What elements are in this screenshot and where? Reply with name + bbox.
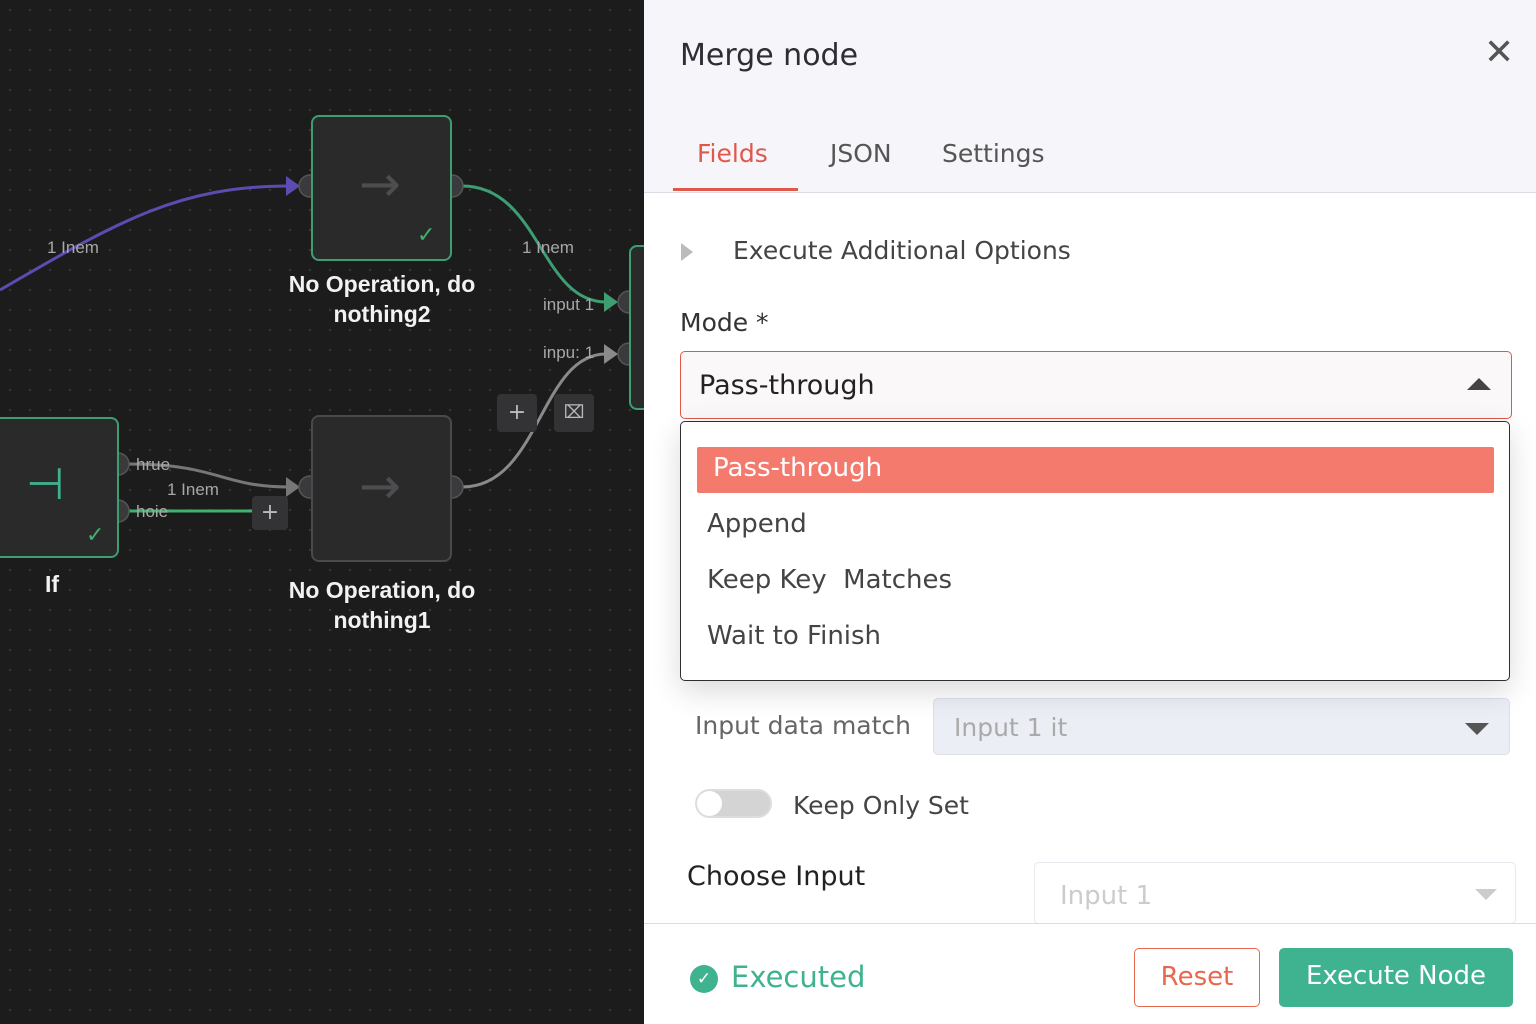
tab-fields[interactable]: Fields bbox=[697, 139, 768, 168]
mode-dropdown-menu: Pass-through Append Keep Key Matches Wai… bbox=[680, 421, 1510, 681]
check-icon: ✓ bbox=[86, 523, 105, 548]
dropdown-highlight bbox=[697, 447, 1494, 493]
node-settings-panel: Merge node ✕ Fields JSON Settings Execut… bbox=[644, 0, 1536, 1024]
arrow-right-icon: → bbox=[359, 457, 401, 515]
execute-node-button[interactable]: Execute Node bbox=[1279, 948, 1513, 1007]
if-node[interactable]: ⊣ ✓ bbox=[0, 417, 119, 558]
input-match-select[interactable]: Input 1 it bbox=[933, 698, 1510, 755]
edge-left-to-noop2 bbox=[0, 184, 291, 292]
choose-input-select[interactable]: Input 1 bbox=[1034, 862, 1516, 924]
keep-only-set-label: Keep Only Set bbox=[793, 791, 969, 820]
keep-only-set-toggle[interactable] bbox=[695, 789, 772, 818]
mode-select[interactable]: Pass-through bbox=[680, 351, 1512, 419]
close-icon[interactable]: ✕ bbox=[1484, 32, 1515, 73]
footer-divider bbox=[644, 923, 1536, 924]
arrow-head bbox=[604, 344, 618, 364]
check-icon: ✓ bbox=[417, 223, 436, 248]
signpost-icon: ⊣ bbox=[26, 459, 65, 510]
toggle-knob bbox=[697, 791, 722, 816]
merge-node[interactable] bbox=[629, 245, 644, 410]
caret-down-icon bbox=[1475, 889, 1497, 900]
choose-input-label: Choose Input bbox=[687, 861, 866, 892]
mode-option-wait-to-finish[interactable]: Wait to Finish bbox=[707, 621, 882, 651]
choose-input-value: Input 1 bbox=[1060, 881, 1153, 911]
delete-connection-icon[interactable]: ⌧ bbox=[554, 394, 594, 432]
arrow-head bbox=[604, 292, 618, 312]
edge-noop1-to-merge bbox=[461, 352, 607, 489]
additional-options-label: Execute Additional Options bbox=[733, 236, 1071, 265]
execution-status: Executed bbox=[731, 960, 866, 994]
add-node-button[interactable]: + bbox=[252, 496, 288, 530]
noop-node-2[interactable]: → ✓ bbox=[311, 115, 452, 261]
input-match-label: Input data match bbox=[695, 711, 912, 740]
merge-input-label: input 1 bbox=[543, 295, 595, 314]
mode-option-append[interactable]: Append bbox=[707, 509, 807, 539]
if-label: If bbox=[44, 571, 60, 597]
if-true-label: hrue bbox=[136, 455, 171, 474]
caret-right-icon bbox=[681, 243, 693, 261]
edge-noop2-to-merge bbox=[461, 184, 607, 304]
active-tab-indicator bbox=[673, 188, 798, 191]
mode-option-pass-through[interactable]: Pass-through bbox=[713, 453, 883, 483]
mode-option-keep-key-matches[interactable]: Keep Key Matches bbox=[707, 565, 953, 595]
arrow-head bbox=[286, 176, 300, 196]
caret-down-icon bbox=[1465, 723, 1489, 735]
panel-title: Merge node bbox=[680, 38, 859, 73]
arrow-right-icon: → bbox=[359, 155, 401, 213]
panel-header: Merge node ✕ Fields JSON Settings bbox=[644, 0, 1536, 193]
edge-item-count: 1 Inem bbox=[522, 238, 574, 257]
tab-json[interactable]: JSON bbox=[830, 139, 892, 168]
input-match-value: Input 1 it bbox=[954, 713, 1068, 742]
check-circle-icon: ✓ bbox=[690, 965, 718, 993]
add-node-button[interactable]: + bbox=[497, 394, 537, 432]
reset-button[interactable]: Reset bbox=[1134, 948, 1260, 1007]
edge-item-count: 1 Inem bbox=[167, 480, 219, 499]
tab-settings[interactable]: Settings bbox=[942, 139, 1045, 168]
edge-if-true-to-noop1 bbox=[127, 462, 291, 489]
noop-node-1[interactable]: → bbox=[311, 415, 452, 562]
merge-input-label: inpu: 1 bbox=[543, 343, 595, 362]
caret-up-icon bbox=[1467, 378, 1491, 390]
arrow-head bbox=[286, 477, 300, 497]
mode-label: Mode * bbox=[680, 308, 769, 337]
edge-item-count: 1 Inem bbox=[47, 238, 99, 257]
mode-value: Pass-through bbox=[699, 370, 875, 401]
if-false-label: hoie bbox=[136, 502, 169, 521]
